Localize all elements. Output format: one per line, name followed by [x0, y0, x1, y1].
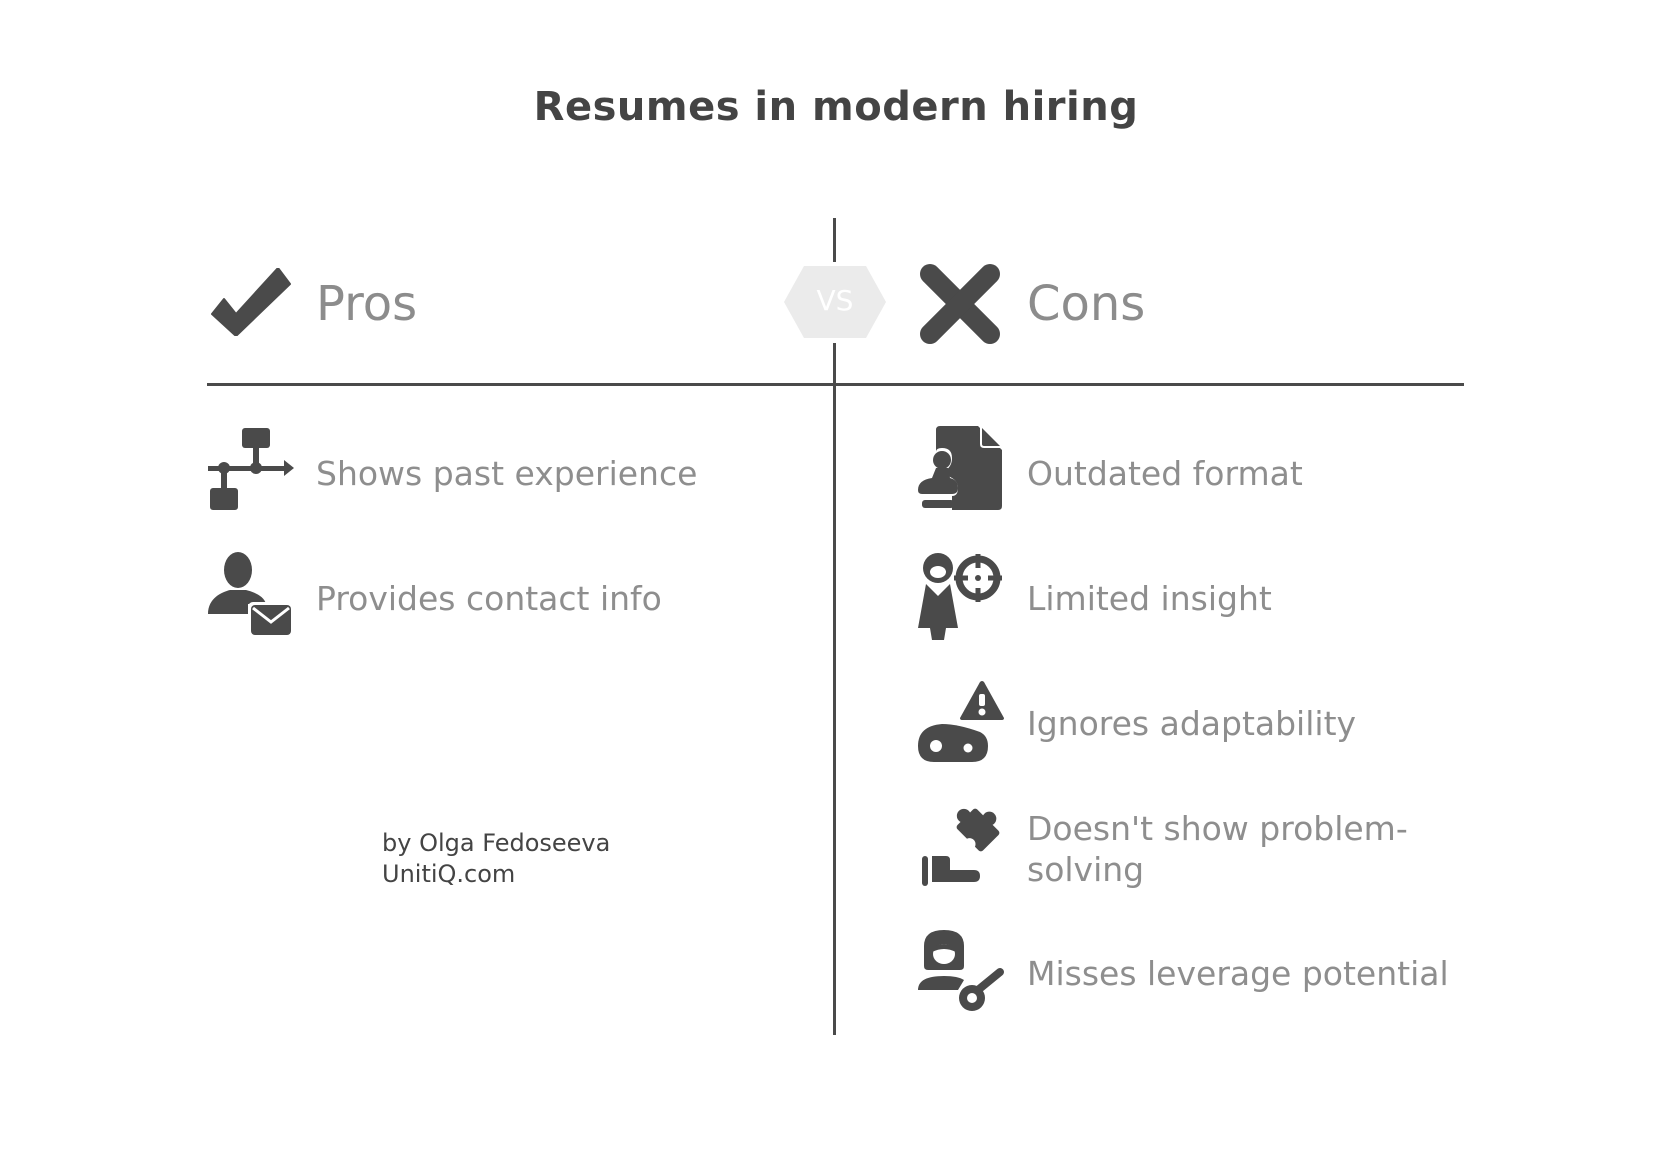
- tool-warning-icon: [918, 681, 1004, 762]
- x-mark-icon: [920, 264, 1000, 344]
- pros-item-0-label: Shows past experience: [316, 454, 698, 493]
- vs-hexagon-icon: [784, 266, 886, 338]
- cons-label: Cons: [1027, 276, 1146, 332]
- cons-item-4-label: Misses leverage potential: [1027, 954, 1449, 993]
- vs-badge: [784, 266, 886, 338]
- pros-item-1-label: Provides contact info: [316, 579, 662, 618]
- pros-item-0: [208, 428, 294, 512]
- person-target-icon: [918, 553, 1002, 640]
- timeline-flow-icon: [208, 428, 294, 510]
- person-key-icon: [918, 930, 1004, 1011]
- user-mail-icon: [208, 552, 294, 638]
- cons-item-3-label-line2: solving: [1027, 850, 1145, 889]
- cons-item-0-label: Outdated format: [1027, 454, 1303, 493]
- vertical-divider-top: [833, 218, 836, 262]
- cons-item-1: [918, 552, 1004, 640]
- cons-item-2-label: Ignores adaptability: [1027, 704, 1357, 743]
- credit-site: UnitiQ.com: [382, 860, 516, 888]
- cons-item-2: [918, 680, 1004, 764]
- cons-item-3-label-line1: Doesn't show problem-: [1027, 809, 1408, 848]
- checkmark-icon: [211, 268, 291, 336]
- horizontal-divider: [207, 383, 1464, 386]
- cons-item-3: [920, 804, 1006, 888]
- hand-puzzle-icon: [922, 808, 1000, 886]
- cons-item-1-label: Limited insight: [1027, 579, 1272, 618]
- cons-header: [920, 264, 1000, 344]
- credit-author: by Olga Fedoseeva: [382, 829, 611, 857]
- page-title: Resumes in modern hiring: [533, 84, 1139, 130]
- vertical-divider-bottom: [833, 343, 836, 1035]
- vs-label: VS: [816, 284, 854, 317]
- cons-item-0: [918, 426, 1004, 512]
- pros-item-1: [208, 552, 294, 638]
- cons-item-4: [918, 928, 1004, 1014]
- credit: by Olga Fedoseeva UnitiQ.com: [382, 828, 610, 890]
- document-stamp-icon: [918, 426, 1002, 510]
- pros-header: [210, 268, 292, 336]
- pros-label: Pros: [316, 276, 418, 332]
